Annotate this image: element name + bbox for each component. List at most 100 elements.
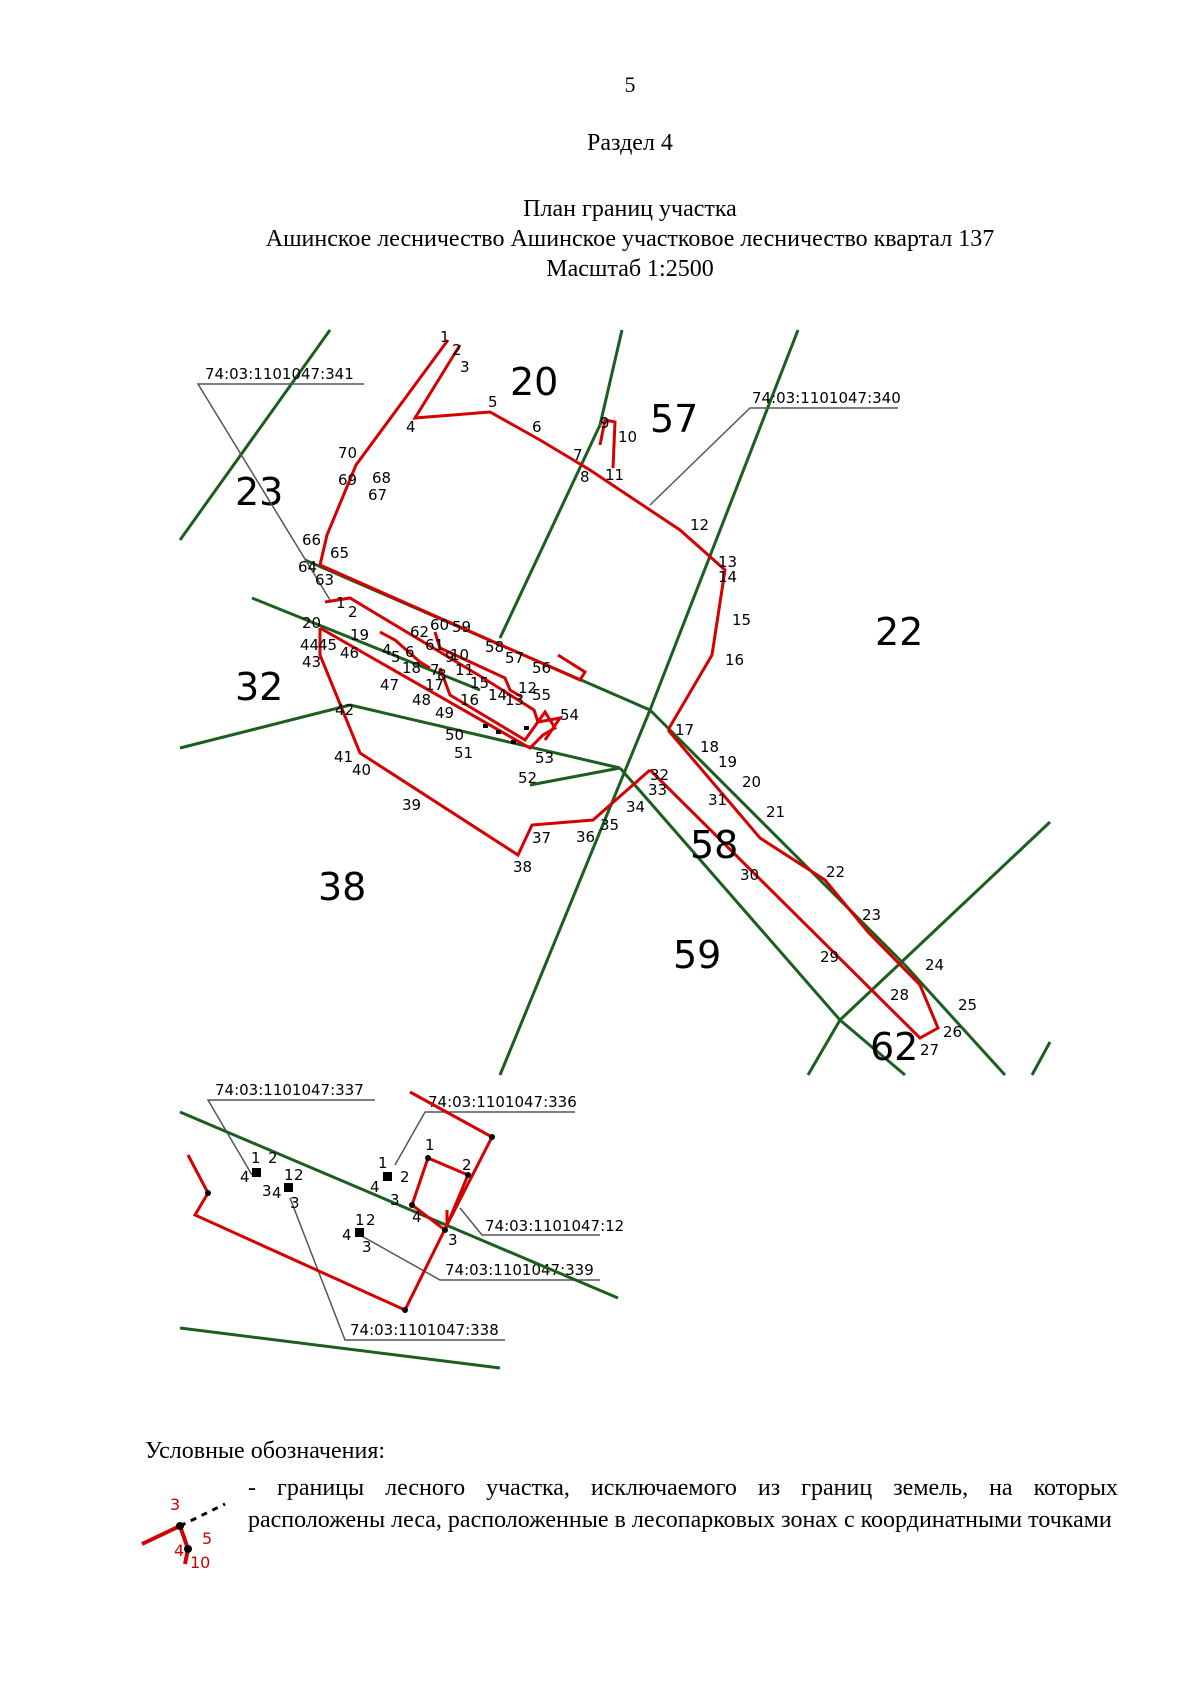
point-label: 10: [618, 428, 637, 446]
legend-point-label: 3: [170, 1495, 180, 1514]
inset-markers: [205, 1134, 495, 1313]
quarter-line: [598, 329, 624, 426]
point-label: 3: [390, 1191, 400, 1209]
quarter-number: 32: [235, 665, 283, 709]
point-label: 12: [690, 516, 709, 534]
point-label: 6: [405, 643, 415, 661]
point-label: 25: [958, 996, 977, 1014]
point-label: 11: [605, 466, 624, 484]
point-label: 61: [425, 636, 444, 654]
point-label: 35: [600, 816, 619, 834]
point-label: 9: [445, 648, 455, 666]
point-label: 46: [340, 644, 359, 662]
point-label: 4: [412, 1208, 422, 1226]
legend-dashed-line: [179, 1502, 226, 1528]
point-label: 13: [718, 553, 737, 571]
point-cluster: [284, 1183, 293, 1192]
plot-boundaries: [318, 339, 940, 1040]
quarter-number: 59: [673, 933, 721, 977]
point-cluster: [355, 1228, 364, 1237]
point-label: 38: [513, 858, 532, 876]
point-label: 40: [352, 761, 371, 779]
point-label: 8: [580, 468, 590, 486]
point-label: 16: [460, 691, 479, 709]
plan-title: План границ участка: [523, 196, 737, 222]
point-label: 30: [740, 866, 759, 884]
point-label: 17: [675, 721, 694, 739]
plot-boundary: [598, 418, 617, 469]
point-cluster: [383, 1172, 392, 1181]
quarter-number: 58: [690, 823, 738, 867]
inner-plot-point-labels: 1 2 4 5 6 7 8 9 10 11 12 13 14 15 16 17 …: [302, 594, 537, 709]
point-label: 66: [302, 531, 321, 549]
vertex-dot: [425, 1155, 431, 1161]
callout-line: [459, 1207, 600, 1236]
point-label: 62: [410, 623, 429, 641]
point-label: 23: [862, 906, 881, 924]
callout-line: [289, 1197, 505, 1341]
quarter-line: [349, 703, 621, 770]
point-label: 53: [535, 749, 554, 767]
point-label: 39: [402, 796, 421, 814]
point-label: 4: [240, 1168, 250, 1186]
point-label: 18: [700, 738, 719, 756]
point-label: 64: [298, 558, 317, 576]
quarter-line: [903, 963, 1007, 1077]
point-label: 1: [440, 328, 450, 346]
quarter-number: 22: [875, 610, 923, 654]
point-label: 9: [600, 414, 610, 432]
legend-vertex-dot: [184, 1545, 192, 1553]
point-label: 34: [626, 798, 645, 816]
point-label: 2: [462, 1156, 472, 1174]
point-label: 6: [532, 418, 542, 436]
quarter-line: [648, 329, 800, 711]
plot-boundary: [324, 596, 564, 741]
callout-line: [359, 1234, 600, 1281]
point-label: 43: [302, 653, 321, 671]
cadastral-number: 74:03:1101047:337: [215, 1081, 364, 1099]
point-label: 41: [334, 748, 353, 766]
quarter-line: [179, 1110, 619, 1300]
point-label: 2: [294, 1166, 304, 1184]
quarter-number: 57: [650, 397, 698, 441]
cadastral-numbers: 74:03:1101047:341 74:03:1101047:340 74:0…: [205, 365, 901, 1339]
cadastral-number: 74:03:1101047:336: [428, 1093, 577, 1111]
boundary-dot: [496, 730, 501, 734]
point-label: 42: [335, 701, 354, 719]
legend-title: Условные обозначения:: [145, 1438, 386, 1464]
point-label: 18: [402, 659, 421, 677]
point-label: 51: [454, 744, 473, 762]
plot-boundary: [379, 630, 431, 670]
point-label: 32: [650, 766, 669, 784]
point-label: 55: [532, 686, 551, 704]
plot-boundary: [412, 344, 727, 731]
point-label: 19: [718, 753, 737, 771]
quarter-line: [179, 1326, 501, 1370]
vertex-dot: [489, 1134, 495, 1140]
cadastral-number: 74:03:1101047:12: [485, 1217, 624, 1235]
point-label: 70: [338, 444, 357, 462]
callout-line: [196, 383, 364, 601]
plot-boundary: [433, 631, 523, 699]
point-label: 52: [518, 769, 537, 787]
point-cluster: [252, 1168, 261, 1177]
callout-line: [394, 1111, 575, 1166]
point-label: 29: [820, 948, 839, 966]
boundary-point-labels: 1 2 3 4 5 6 7 8 9 10 11 12 13 14 15 16 1…: [298, 328, 977, 1059]
point-label: 3: [290, 1194, 300, 1212]
point-label: 3: [460, 358, 470, 376]
page-number: 5: [624, 72, 636, 97]
point-label: 16: [725, 651, 744, 669]
plot-boundary: [648, 729, 940, 1040]
point-label: 14: [488, 686, 507, 704]
legend-vertex-dot: [176, 1522, 184, 1530]
point-label: 14: [718, 568, 737, 586]
plot-fragment-marks: [483, 724, 529, 744]
quarter-line: [498, 424, 602, 639]
vertex-dot: [442, 1227, 448, 1233]
point-label: 19: [350, 626, 369, 644]
point-label: 2: [348, 603, 358, 621]
point-label: 4: [342, 1226, 352, 1244]
point-label: 69: [338, 471, 357, 489]
